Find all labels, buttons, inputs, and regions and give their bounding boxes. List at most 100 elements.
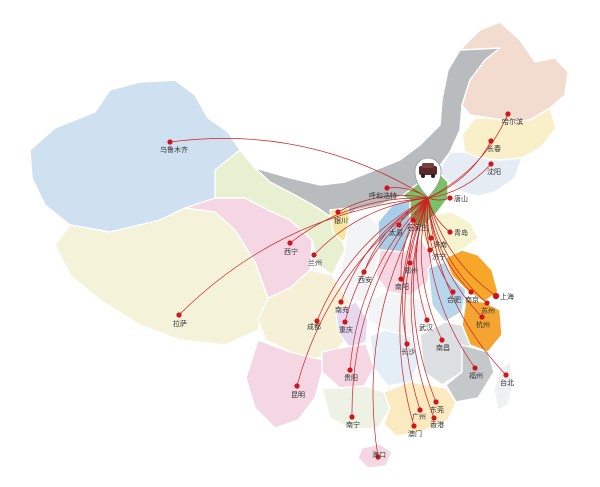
route-huhehaote	[386, 187, 429, 199]
city-label-taiyuan: 太原	[389, 228, 403, 237]
city-dot-guangzhou	[417, 407, 423, 413]
city-dot-qingdao	[447, 229, 453, 235]
city-label-qingdao: 青岛	[454, 228, 468, 237]
city-dot-taibei	[503, 372, 509, 378]
city-dot-wuhan	[424, 317, 430, 323]
city-dot-dongguan	[433, 399, 439, 405]
city-label-shenyang: 沈阳	[487, 167, 501, 176]
route-nanchang	[420, 197, 443, 341]
city-dot-changchun	[488, 138, 494, 144]
city-label-haerbin: 哈尔滨	[502, 117, 523, 126]
city-label-nanchang: 南昌	[436, 343, 450, 352]
city-label-suzhou: 苏州	[481, 306, 495, 315]
city-label-lasa: 拉萨	[173, 319, 187, 328]
city-label-wuhan: 武汉	[419, 323, 433, 332]
city-dot-nanning	[349, 414, 355, 420]
city-label-changsha: 长沙	[401, 347, 415, 356]
route-nanning	[351, 197, 429, 418]
city-dot-layer	[167, 111, 511, 460]
city-label-huhehaote: 呼和浩特	[369, 191, 397, 200]
city-dot-hefei	[450, 289, 456, 295]
city-dot-chongqing	[342, 319, 348, 325]
city-dot-jining	[427, 247, 433, 253]
city-label-nanyang: 南阳	[395, 282, 409, 291]
city-dot-wulumuqi	[167, 139, 173, 145]
city-dot-lanzhou	[311, 252, 317, 258]
route-shenyang	[427, 163, 492, 199]
city-dot-nanchong	[338, 299, 344, 305]
route-haikou	[372, 197, 429, 458]
city-label-fuzhou: 福州	[469, 371, 483, 380]
route-hangzhou	[427, 197, 483, 318]
city-label-jinan: 济南	[433, 240, 447, 249]
route-shanghai	[427, 197, 497, 297]
city-label-nanning: 南宁	[346, 420, 360, 429]
city-label-yinchuan: 银川	[334, 216, 348, 225]
city-label-kunming: 昆明	[291, 391, 305, 399]
city-label-hefei: 合肥	[447, 295, 461, 304]
city-label-chongqing: 重庆	[339, 325, 353, 334]
city-dot-haikou	[375, 454, 381, 460]
city-dot-nanyang	[398, 276, 404, 282]
city-dot-chengdu	[314, 318, 320, 324]
city-label-dongguan: 东莞	[430, 405, 444, 414]
route-yinchuan	[337, 195, 429, 213]
city-dot-yinchuan	[335, 209, 341, 215]
city-dot-suzhou	[484, 300, 490, 306]
province-layer	[29, 21, 569, 469]
route-guiyang	[349, 197, 429, 371]
route-xining	[289, 197, 429, 244]
city-label-layer: 乌鲁木齐哈尔滨长春沈阳呼和浩特唐山银川太原石家庄青岛济南济宁西宁兰州郑州西安南阳…	[160, 117, 523, 459]
province-hainan	[357, 443, 393, 469]
city-label-jining: 济宁	[432, 252, 446, 261]
route-kunming	[296, 197, 429, 387]
city-dot-changsha	[404, 341, 410, 347]
city-dot-jinan	[428, 235, 434, 241]
province-guizhou	[321, 343, 375, 389]
province-heilongjiang	[459, 21, 569, 123]
city-label-xining: 西宁	[284, 247, 298, 256]
city-dot-guiyang	[347, 367, 353, 373]
route-guangzhou	[404, 197, 429, 411]
province-anhui	[427, 261, 467, 323]
city-label-aomen: 澳门	[408, 429, 422, 438]
city-dot-xian	[361, 269, 367, 275]
city-dot-haerbin	[505, 111, 511, 117]
city-label-nanchong: 南充	[335, 305, 349, 314]
city-label-lanzhou: 兰州	[308, 258, 322, 267]
city-label-zhengzhou: 郑州	[404, 267, 418, 275]
city-label-taibei: 台北	[500, 378, 514, 387]
city-label-haikou: 海口	[372, 450, 386, 459]
route-lanzhou	[313, 197, 429, 256]
city-dot-nanjing	[468, 289, 474, 295]
city-dot-xianggang	[431, 415, 437, 421]
city-label-shanghai: 上海	[500, 292, 514, 301]
city-dot-zhengzhou	[407, 260, 413, 266]
city-dot-nanchang	[439, 337, 445, 343]
route-wulumuqi	[169, 138, 429, 199]
city-label-shijiazhuang: 石家庄	[407, 223, 428, 232]
city-label-hangzhou: 杭州	[476, 320, 490, 329]
route-changchun	[427, 140, 492, 199]
route-lasa	[178, 197, 429, 316]
car-pin-icon	[414, 157, 442, 198]
route-aomen	[399, 197, 429, 427]
route-xianggang	[410, 197, 435, 419]
route-nanchong	[340, 197, 429, 303]
city-dot-kunming	[294, 383, 300, 389]
province-hunan	[369, 329, 421, 387]
route-changsha	[401, 197, 429, 345]
city-label-chengdu: 成都	[307, 322, 321, 331]
city-dot-lasa	[176, 312, 182, 318]
route-suzhou	[427, 197, 488, 304]
city-label-tangshan: 唐山	[454, 194, 468, 203]
province-yunnan	[245, 339, 323, 429]
city-label-wulumuqi: 乌鲁木齐	[160, 145, 188, 154]
city-dot-aomen	[411, 423, 417, 429]
city-label-changchun: 长春	[487, 144, 501, 153]
route-haerbin	[427, 113, 509, 199]
route-chengdu	[316, 197, 429, 322]
city-dot-hangzhou	[479, 314, 485, 320]
province-taiwan	[493, 361, 515, 411]
